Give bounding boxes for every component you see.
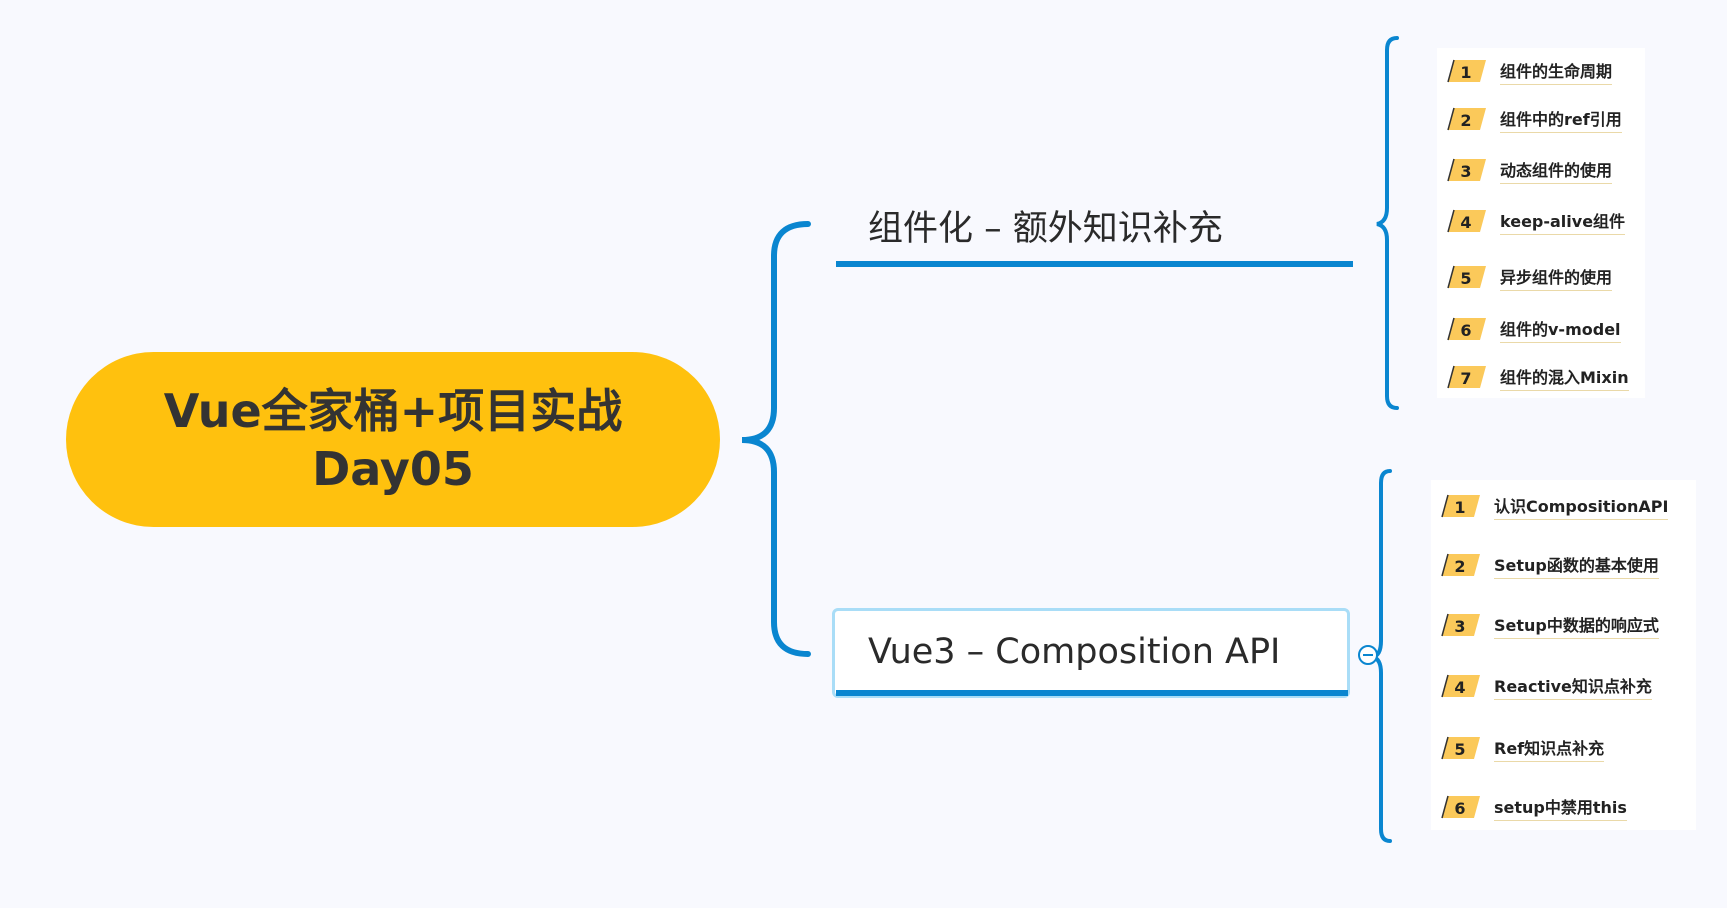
item-number: 2	[1454, 557, 1466, 576]
list-item[interactable]: 5 Ref知识点补充	[1440, 733, 1605, 763]
item-number: 1	[1460, 63, 1472, 82]
number-badge-icon: 5	[1440, 736, 1480, 760]
root-node[interactable]: Vue全家桶+项目实战 Day05	[66, 352, 720, 527]
number-badge-icon: 4	[1440, 674, 1480, 698]
number-badge-icon: 6	[1446, 317, 1486, 341]
collapse-minus-icon[interactable]	[1358, 645, 1378, 665]
number-badge-icon: 1	[1446, 59, 1486, 83]
item-label: keep-alive组件	[1500, 208, 1626, 235]
branch2-items-panel	[1431, 480, 1696, 830]
item-number: 6	[1460, 321, 1472, 340]
item-label: 组件的混入Mixin	[1500, 364, 1629, 391]
branch-node-composition-api[interactable]: Vue3 – Composition API	[868, 632, 1281, 672]
list-item[interactable]: 4 keep-alive组件	[1446, 206, 1626, 236]
item-label: Ref知识点补充	[1494, 735, 1605, 762]
item-label: 组件中的ref引用	[1500, 106, 1622, 133]
item-number: 6	[1454, 799, 1466, 818]
list-item[interactable]: 7 组件的混入Mixin	[1446, 362, 1629, 392]
item-label: setup中禁用this	[1494, 794, 1627, 821]
number-badge-icon: 1	[1440, 494, 1480, 518]
branch-node-components[interactable]: 组件化 – 额外知识补充	[868, 209, 1223, 249]
number-badge-icon: 5	[1446, 265, 1486, 289]
number-badge-icon: 6	[1440, 795, 1480, 819]
item-label: 认识CompositionAPI	[1494, 493, 1669, 520]
item-label: Reactive知识点补充	[1494, 673, 1652, 700]
list-item[interactable]: 4 Reactive知识点补充	[1440, 671, 1652, 701]
number-badge-icon: 3	[1440, 613, 1480, 637]
list-item[interactable]: 6 组件的v-model	[1446, 314, 1621, 344]
list-item[interactable]: 3 动态组件的使用	[1446, 155, 1613, 185]
item-label: 异步组件的使用	[1500, 264, 1613, 291]
number-badge-icon: 3	[1446, 158, 1486, 182]
list-item[interactable]: 3 Setup中数据的响应式	[1440, 610, 1659, 640]
item-number: 3	[1454, 617, 1466, 636]
item-number: 4	[1460, 213, 1472, 232]
list-item[interactable]: 6 setup中禁用this	[1440, 792, 1627, 822]
item-number: 1	[1454, 498, 1466, 517]
item-label: Setup函数的基本使用	[1494, 552, 1659, 579]
branch1-brace	[1376, 36, 1399, 410]
number-badge-icon: 4	[1446, 209, 1486, 233]
root-brace	[741, 221, 811, 657]
branch2-selection-box	[832, 608, 1350, 698]
number-badge-icon: 7	[1446, 365, 1486, 389]
branch1-underline	[836, 261, 1353, 267]
branch2-underline	[836, 690, 1348, 696]
list-item[interactable]: 2 组件中的ref引用	[1446, 104, 1622, 134]
item-number: 2	[1460, 111, 1472, 130]
item-label: 组件的v-model	[1500, 316, 1621, 343]
item-number: 3	[1460, 162, 1472, 181]
item-number: 5	[1460, 269, 1472, 288]
item-number: 4	[1454, 678, 1466, 697]
item-label: 动态组件的使用	[1500, 157, 1613, 184]
list-item[interactable]: 1 认识CompositionAPI	[1440, 491, 1669, 521]
item-label: Setup中数据的响应式	[1494, 612, 1659, 639]
list-item[interactable]: 5 异步组件的使用	[1446, 262, 1613, 292]
root-title-line1: Vue全家桶+项目实战	[163, 383, 623, 438]
item-number: 5	[1454, 740, 1466, 759]
root-title-line2: Day05	[312, 441, 474, 496]
list-item[interactable]: 1 组件的生命周期	[1446, 56, 1613, 86]
list-item[interactable]: 2 Setup函数的基本使用	[1440, 550, 1659, 580]
number-badge-icon: 2	[1440, 553, 1480, 577]
item-label: 组件的生命周期	[1500, 58, 1613, 85]
number-badge-icon: 2	[1446, 107, 1486, 131]
item-number: 7	[1460, 369, 1472, 388]
